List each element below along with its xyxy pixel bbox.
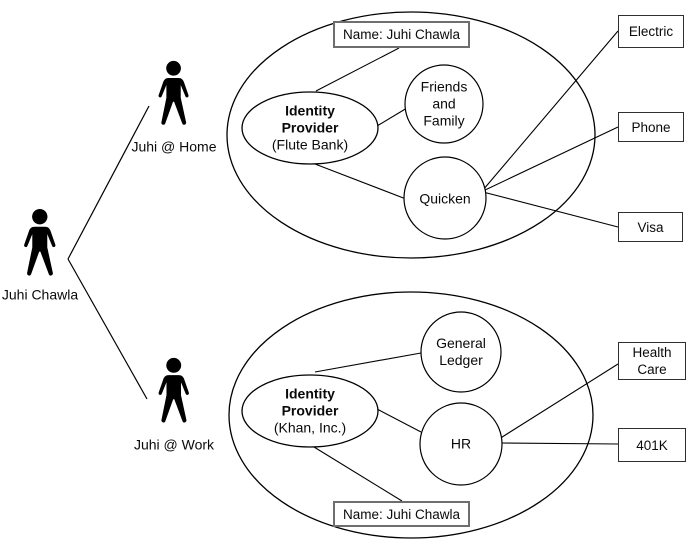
visa-box: Visa — [618, 212, 683, 242]
link-work-idp-general-ledger — [314, 352, 422, 373]
link-work-idp-hr — [376, 408, 422, 433]
link-hr-health-care — [498, 363, 619, 440]
home-name-box: Name: Juhi Chawla — [333, 21, 470, 48]
work-name-box-label: Name: Juhi Chawla — [342, 506, 461, 522]
work-idp-ellipse — [241, 374, 379, 448]
general-ledger-circle — [420, 311, 502, 393]
home-idp-ellipse — [241, 91, 379, 165]
friends-family-line1: Friends — [420, 78, 468, 95]
electric-label: Electric — [628, 24, 674, 39]
main-person-icon — [24, 208, 56, 276]
link-hr-401k — [498, 442, 619, 445]
link-quicken-visa — [482, 191, 619, 228]
general-ledger-label: General Ledger — [436, 335, 486, 369]
work-idp-line3: (Khan, Inc.) — [273, 419, 347, 436]
hr-circle — [419, 402, 503, 486]
general-ledger-line1: General — [436, 335, 486, 351]
health-care-box: Health Care — [618, 342, 686, 380]
phone-label: Phone — [631, 119, 671, 135]
home-realm-ellipse — [226, 11, 596, 259]
home-name-box-label: Name: Juhi Chawla — [342, 27, 461, 42]
work-person-icon — [158, 357, 189, 423]
work-realm-ellipse — [228, 291, 594, 539]
friends-family-line2: and — [432, 95, 456, 112]
phone-box: Phone — [618, 112, 684, 142]
link-main-to-home-persona — [67, 105, 150, 260]
visa-label: Visa — [637, 219, 664, 235]
401k-label: 401K — [636, 437, 668, 453]
hr-label: HR — [450, 435, 472, 452]
link-home-idp-friends-family — [376, 107, 408, 127]
friends-family-line3: Family — [423, 112, 465, 129]
general-ledger-line2: Ledger — [439, 352, 483, 368]
main-person-label: Juhi Chawla — [1, 286, 79, 303]
home-person-icon — [158, 60, 189, 125]
work-name-box: Name: Juhi Chawla — [333, 501, 470, 527]
friends-family-label: Friends and Family — [421, 79, 468, 130]
work-idp-line1: Identity — [285, 385, 335, 402]
home-idp-label: Identity Provider (Flute Bank) — [272, 103, 348, 154]
home-persona-label: Juhi @ Home — [131, 138, 217, 155]
health-care-line2: Care — [637, 362, 667, 377]
health-care-line1: Health — [632, 345, 672, 360]
link-quicken-electric — [482, 30, 619, 191]
link-quicken-phone — [482, 126, 619, 192]
link-work-idp-name-box — [313, 446, 403, 502]
home-idp-line1: Identity — [285, 102, 335, 119]
home-idp-line3: (Flute Bank) — [271, 136, 349, 153]
home-idp-line2: Provider — [281, 119, 339, 136]
work-persona-label: Juhi @ Work — [133, 436, 215, 453]
quicken-circle — [403, 156, 487, 240]
friends-family-circle — [404, 64, 484, 144]
link-main-to-work-persona — [67, 258, 148, 400]
link-home-idp-quicken — [314, 163, 407, 200]
quicken-label: Quicken — [419, 190, 471, 207]
electric-box: Electric — [618, 15, 684, 48]
work-idp-line2: Provider — [281, 402, 339, 419]
401k-box: 401K — [618, 428, 686, 462]
work-idp-label: Identity Provider (Khan, Inc.) — [274, 386, 346, 437]
link-home-idp-name-box — [315, 47, 400, 92]
